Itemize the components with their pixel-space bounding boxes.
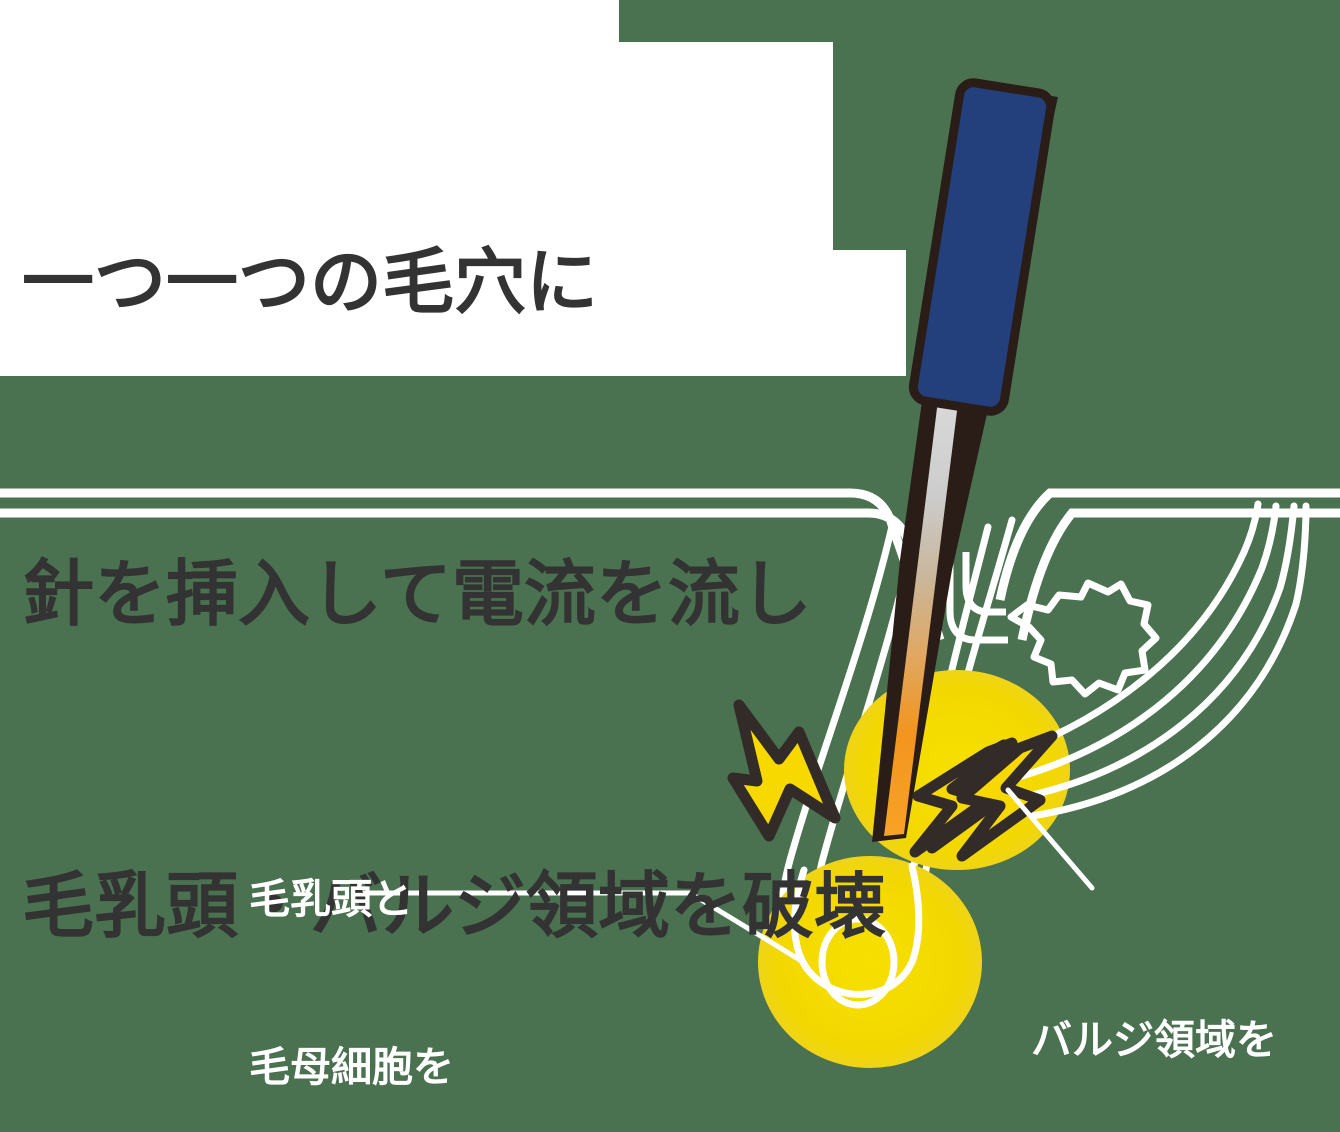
callout-bulge-region: バルジ領域を 破壊 bbox=[1031, 900, 1277, 1132]
sebaceous-gland bbox=[946, 552, 1160, 698]
electric-spark-right bbox=[909, 730, 1058, 862]
title-backdrop-line3 bbox=[0, 250, 906, 376]
callout-papilla-line-2: 毛母細胞を bbox=[249, 1043, 454, 1091]
dermal-papilla-region bbox=[758, 856, 982, 1068]
title-line-3: 毛乳頭・バルジ領域を破壊 bbox=[22, 864, 887, 948]
page-title: 一つ一つの毛穴に 針を挿入して電流を流し 毛乳頭・バルジ領域を破壊 bbox=[22, 22, 922, 1132]
hair-bulb-outline bbox=[791, 862, 923, 1009]
callout-papilla-line-1: 毛乳頭と bbox=[249, 875, 413, 923]
leader-line-papilla bbox=[354, 890, 803, 963]
title-line-1: 一つ一つの毛穴に bbox=[22, 240, 599, 324]
title-backdrop-line1 bbox=[0, 0, 619, 42]
title-line-2: 針を挿入して電流を流し bbox=[22, 552, 812, 636]
callout-dermal-papilla: 毛乳頭と 毛母細胞を 破壊 bbox=[249, 759, 454, 1132]
electric-spark-left bbox=[727, 699, 841, 842]
arrector-pili-muscle bbox=[1012, 500, 1310, 820]
callout-bulge-line-1: バルジ領域を bbox=[1031, 1016, 1277, 1064]
title-backdrop-line2 bbox=[0, 42, 833, 250]
leader-line-bulge bbox=[1005, 787, 1095, 891]
needle-probe bbox=[872, 78, 1058, 842]
